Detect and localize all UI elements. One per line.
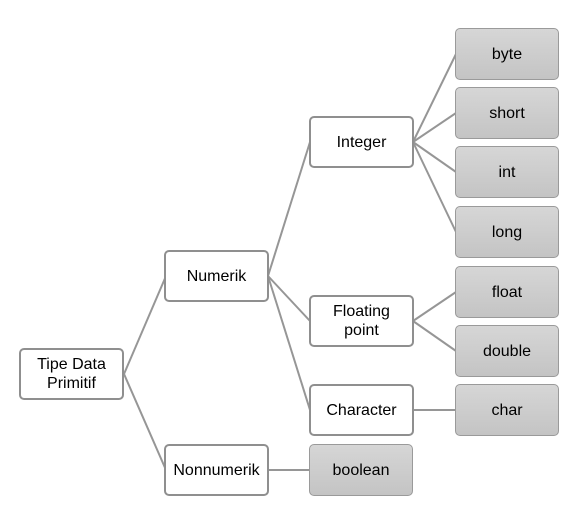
connector-root-nonnumerik bbox=[123, 373, 167, 471]
connector-floating-float bbox=[412, 291, 457, 322]
connector-numerik-floating bbox=[267, 275, 311, 322]
node-label: Character bbox=[326, 401, 397, 419]
node-integer: Integer bbox=[309, 116, 414, 168]
leaf-char: char bbox=[455, 384, 559, 436]
node-character: Character bbox=[309, 384, 414, 436]
leaf-label: boolean bbox=[332, 461, 390, 479]
node-label: Numerik bbox=[186, 267, 247, 285]
leaf-label: long bbox=[491, 223, 523, 241]
leaf-label: byte bbox=[491, 45, 523, 63]
leaf-long: long bbox=[455, 206, 559, 258]
leaf-label: double bbox=[482, 342, 532, 360]
node-floating-point: Floating point bbox=[309, 295, 414, 347]
node-nonnumerik: Nonnumerik bbox=[164, 444, 269, 496]
connector-integer-int bbox=[412, 141, 457, 173]
node-tipe-data-primitif: Tipe Data Primitif bbox=[19, 348, 124, 400]
connector-root-numerik bbox=[123, 275, 167, 375]
leaf-label: int bbox=[498, 163, 516, 181]
leaf-label: float bbox=[491, 283, 523, 301]
node-label: Floating point bbox=[333, 303, 390, 339]
connector-numerik-character bbox=[267, 275, 311, 411]
node-label: Nonnumerik bbox=[173, 461, 260, 479]
leaf-byte: byte bbox=[455, 28, 559, 80]
connector-integer-long bbox=[412, 141, 457, 233]
connector-integer-byte bbox=[412, 53, 457, 143]
node-numerik: Numerik bbox=[164, 250, 269, 302]
node-label: Integer bbox=[336, 133, 387, 151]
leaf-float: float bbox=[455, 266, 559, 318]
leaf-boolean: boolean bbox=[309, 444, 413, 496]
connector-integer-short bbox=[412, 112, 457, 143]
connector-floating-double bbox=[412, 320, 457, 352]
leaf-int: int bbox=[455, 146, 559, 198]
leaf-short: short bbox=[455, 87, 559, 139]
node-label: Tipe Data Primitif bbox=[37, 356, 106, 392]
leaf-label: short bbox=[489, 104, 525, 122]
leaf-label: char bbox=[491, 401, 523, 419]
connector-numerik-integer bbox=[267, 141, 311, 277]
leaf-double: double bbox=[455, 325, 559, 377]
